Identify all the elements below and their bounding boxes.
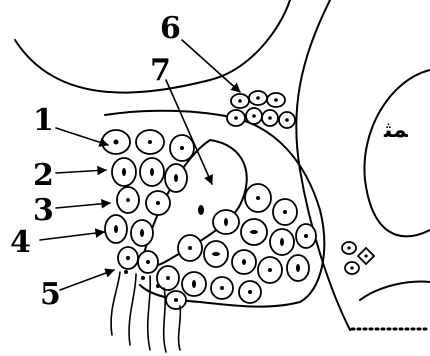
arrow-1 (56, 128, 108, 145)
arrow-2 (56, 170, 106, 173)
label-1: 1 (33, 103, 54, 138)
text-fragment: ﻤﺜ (383, 118, 408, 143)
label-5: 5 (40, 277, 61, 312)
arrow-4 (40, 232, 104, 240)
label-7: 7 (150, 53, 171, 88)
label-3: 3 (33, 193, 54, 228)
right-vessel-outline (364, 70, 430, 236)
right-cell-cluster (157, 184, 316, 309)
central-cavity-boundary (296, 0, 350, 330)
floating-cell-cluster-right (342, 242, 374, 274)
label-4: 4 (10, 225, 31, 260)
floating-cell-cluster-6 (227, 91, 295, 128)
arrow-3 (56, 203, 110, 208)
label-6: 6 (160, 11, 181, 46)
label-2: 2 (33, 158, 54, 193)
arrow-5 (60, 270, 114, 290)
lower-right-curve (360, 282, 430, 300)
central-cell-nucleus (198, 205, 204, 215)
